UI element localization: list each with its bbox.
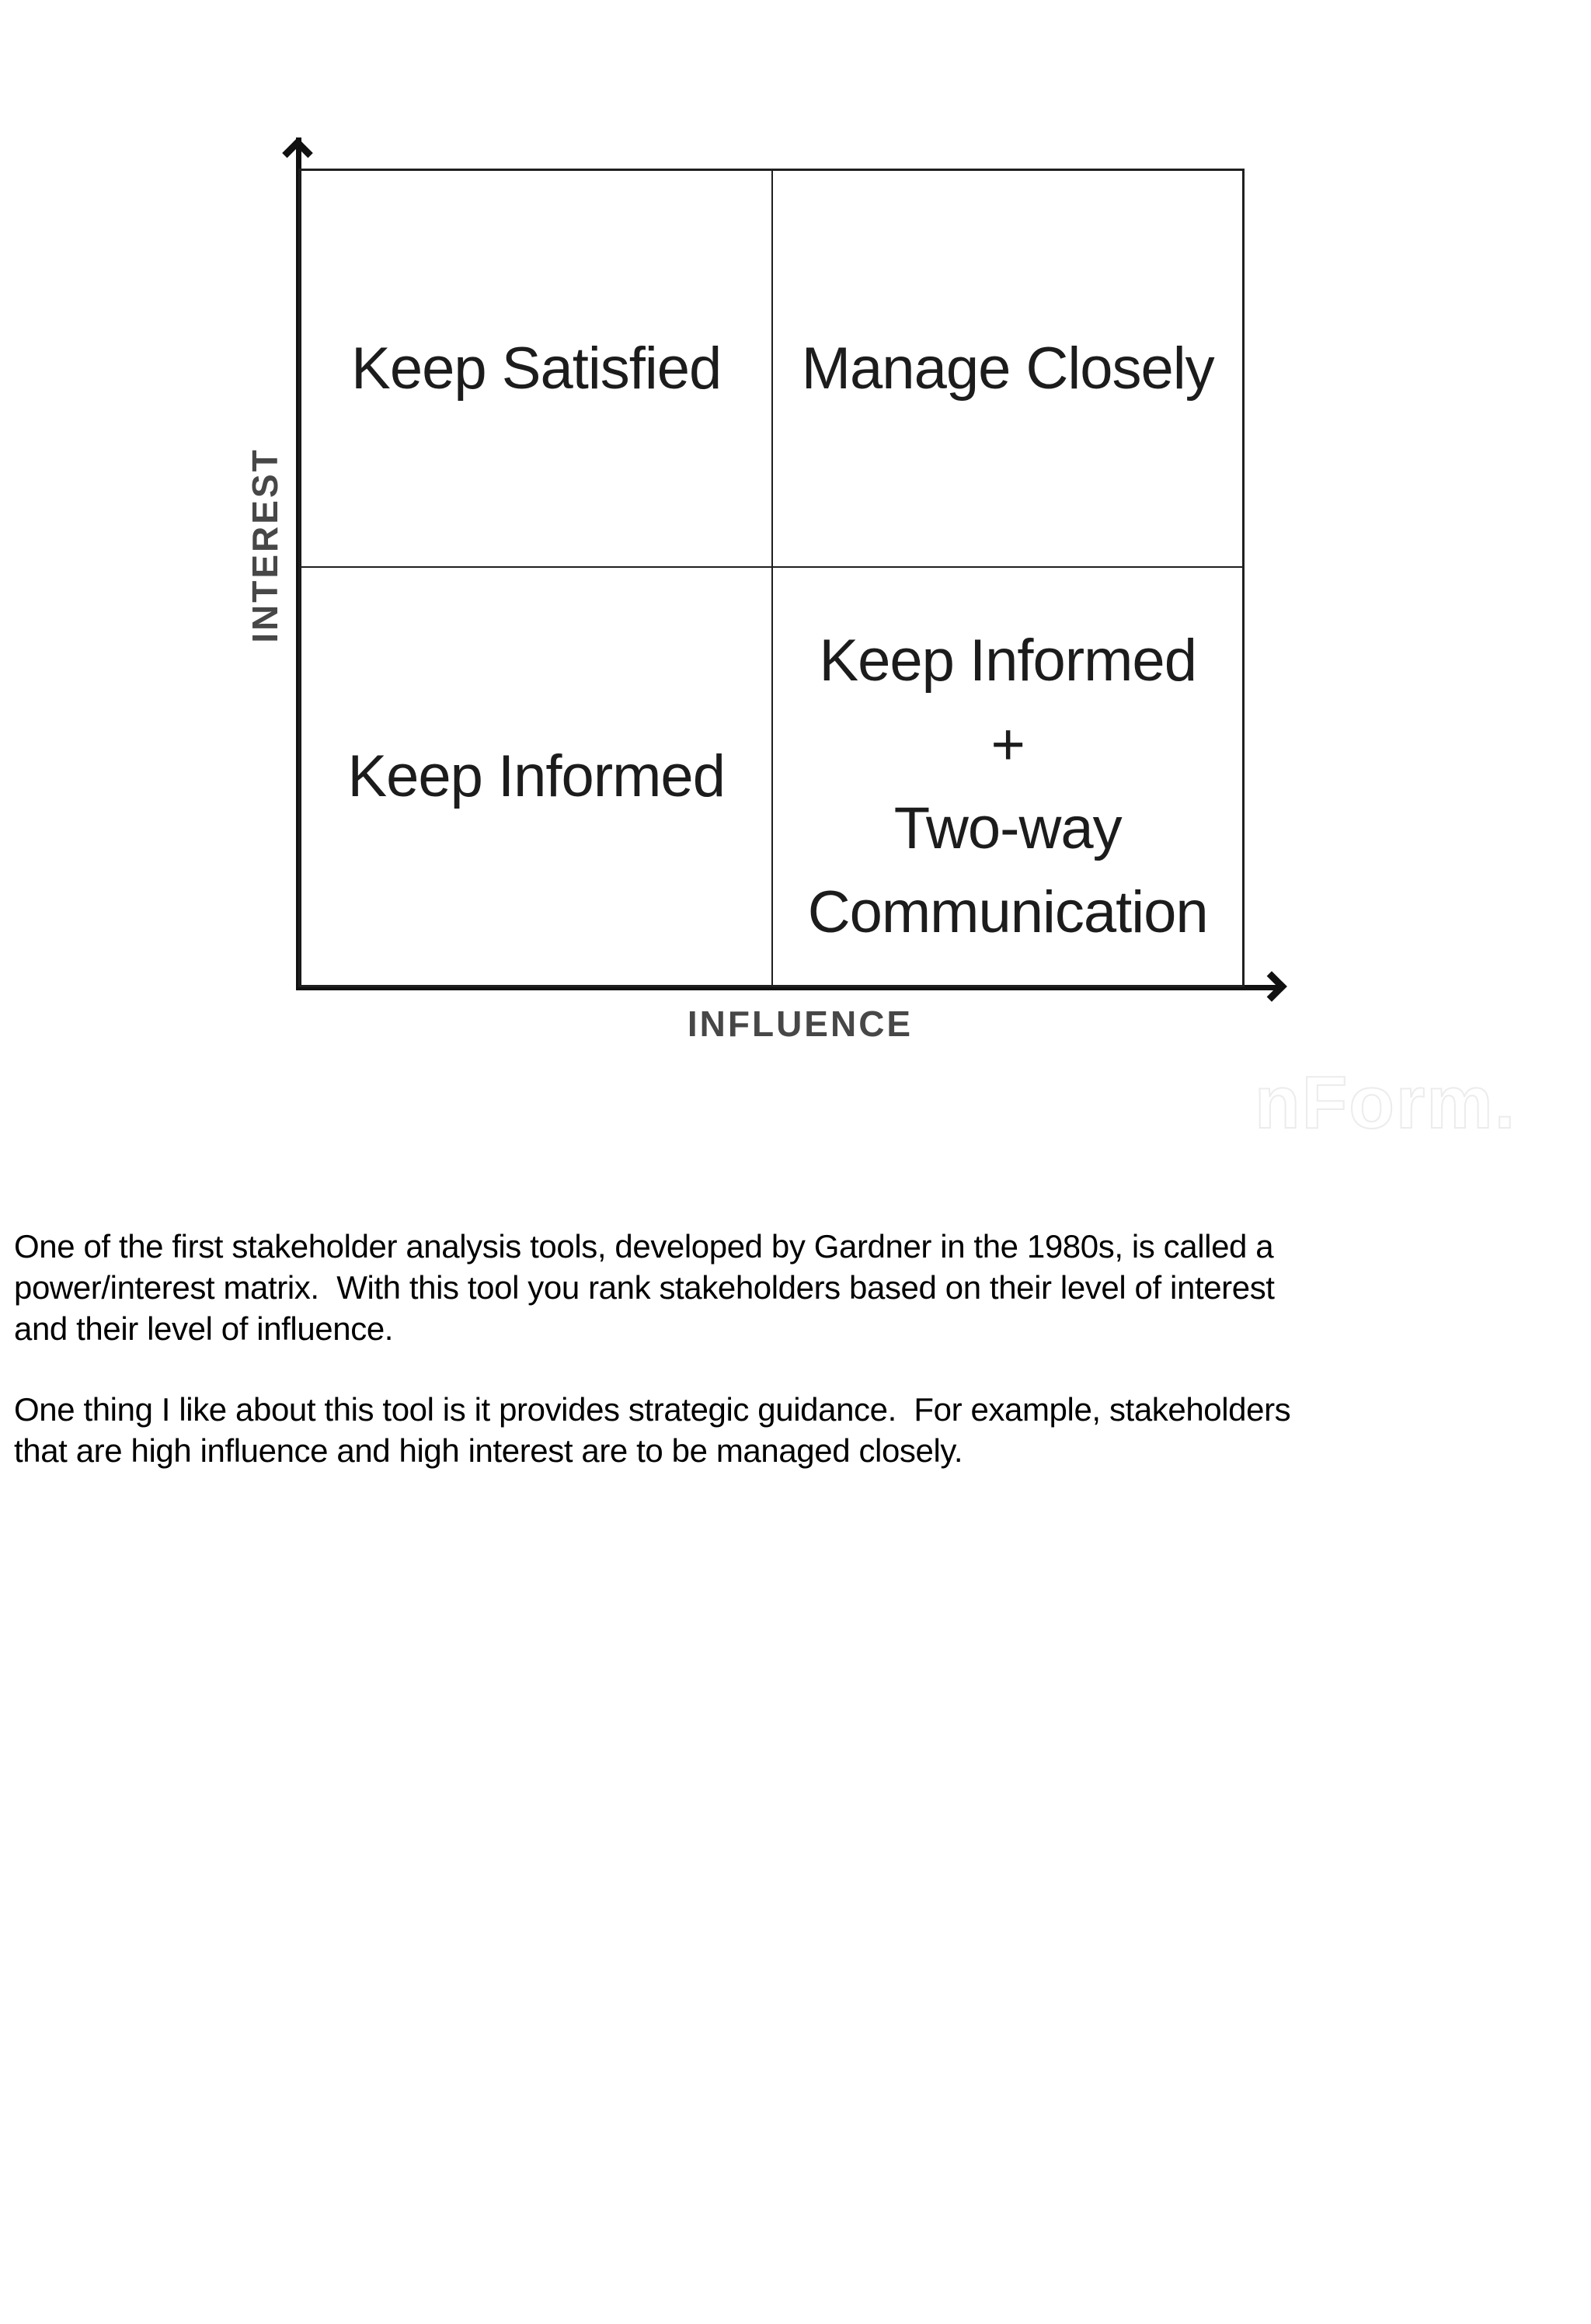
- quadrant-label: Keep Informed: [347, 743, 726, 810]
- quadrant-keep-satisfied: Keep Satisfied: [301, 171, 774, 569]
- y-axis-arrowhead-icon: [282, 137, 313, 169]
- x-axis-line: [296, 985, 1282, 990]
- y-axis-label: INTEREST: [245, 447, 285, 643]
- matrix-grid: Keep Satisfied Manage Closely Keep Infor…: [298, 169, 1245, 987]
- quadrant-label: Keep Informed + Two-way Communication: [807, 627, 1209, 945]
- quadrant-keep-informed: Keep Informed: [301, 568, 774, 985]
- body-paragraph-2: One thing I like about this tool is it p…: [14, 1391, 1291, 1469]
- x-axis-arrowhead-icon: [1256, 971, 1287, 1002]
- quadrant-label: Manage Closely: [801, 336, 1215, 402]
- quadrant-manage-closely: Manage Closely: [773, 171, 1242, 569]
- power-interest-matrix: Keep Satisfied Manage Closely Keep Infor…: [245, 137, 1517, 1144]
- x-axis-label: INFLUENCE: [687, 1004, 914, 1044]
- nform-watermark-logo: nForm.: [1254, 1061, 1517, 1144]
- quadrant-label: Keep Satisfied: [351, 336, 722, 402]
- quadrant-keep-informed-two-way: Keep Informed + Two-way Communication: [773, 568, 1242, 985]
- body-paragraph-1: One of the first stakeholder analysis to…: [14, 1228, 1275, 1347]
